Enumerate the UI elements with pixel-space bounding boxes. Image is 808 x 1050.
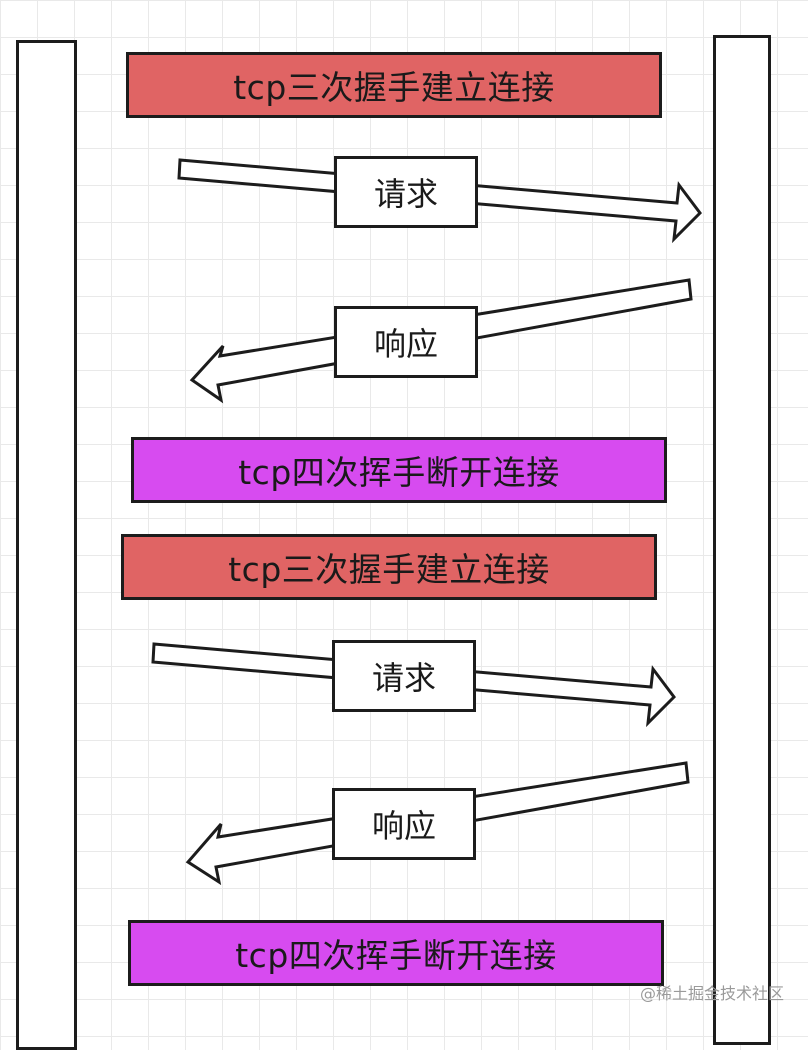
- tcp-teardown-banner: tcp四次挥手断开连接: [128, 920, 664, 986]
- tcp-handshake-banner: tcp三次握手建立连接: [121, 534, 657, 600]
- response-label: 响应: [334, 306, 478, 378]
- request-label: 请求: [332, 640, 476, 712]
- arrows-layer: [151, 158, 702, 886]
- request-label: 请求: [334, 156, 478, 228]
- client-lifeline: [16, 40, 77, 1050]
- server-lifeline: [713, 35, 771, 1045]
- tcp-teardown-banner: tcp四次挥手断开连接: [131, 437, 667, 503]
- tcp-handshake-banner: tcp三次握手建立连接: [126, 52, 662, 118]
- response-label: 响应: [332, 788, 476, 860]
- watermark: @稀土掘金技术社区: [639, 984, 784, 1003]
